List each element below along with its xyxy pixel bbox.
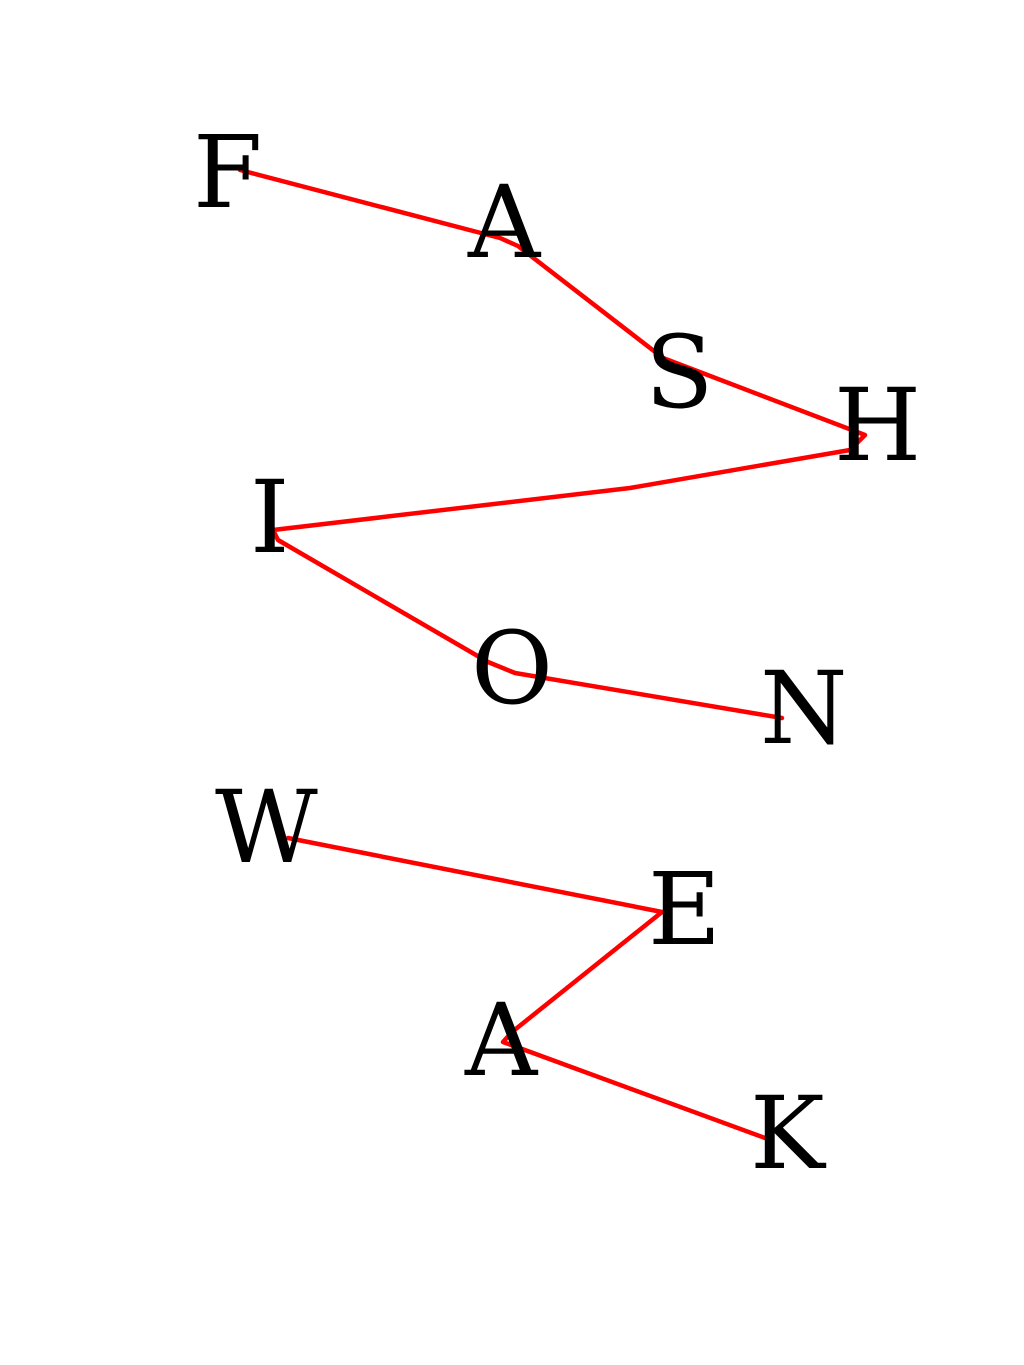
letter-S: S bbox=[645, 314, 714, 431]
letter-A: A bbox=[467, 164, 542, 281]
letter-E: E bbox=[648, 851, 721, 968]
letter-A: A bbox=[464, 982, 539, 1099]
word-weak: W E A K bbox=[215, 769, 827, 1192]
letter-H: H bbox=[834, 367, 921, 484]
letter-O: O bbox=[471, 610, 553, 727]
word-fashion: F A S H I O N bbox=[193, 114, 921, 767]
letter-F: F bbox=[193, 114, 262, 231]
connector-line-fashion bbox=[237, 167, 868, 721]
letter-N: N bbox=[760, 650, 848, 767]
letter-K: K bbox=[750, 1075, 827, 1192]
letter-W: W bbox=[215, 769, 318, 886]
letter-I: I bbox=[250, 459, 290, 576]
connector-line-weak bbox=[285, 835, 768, 1141]
